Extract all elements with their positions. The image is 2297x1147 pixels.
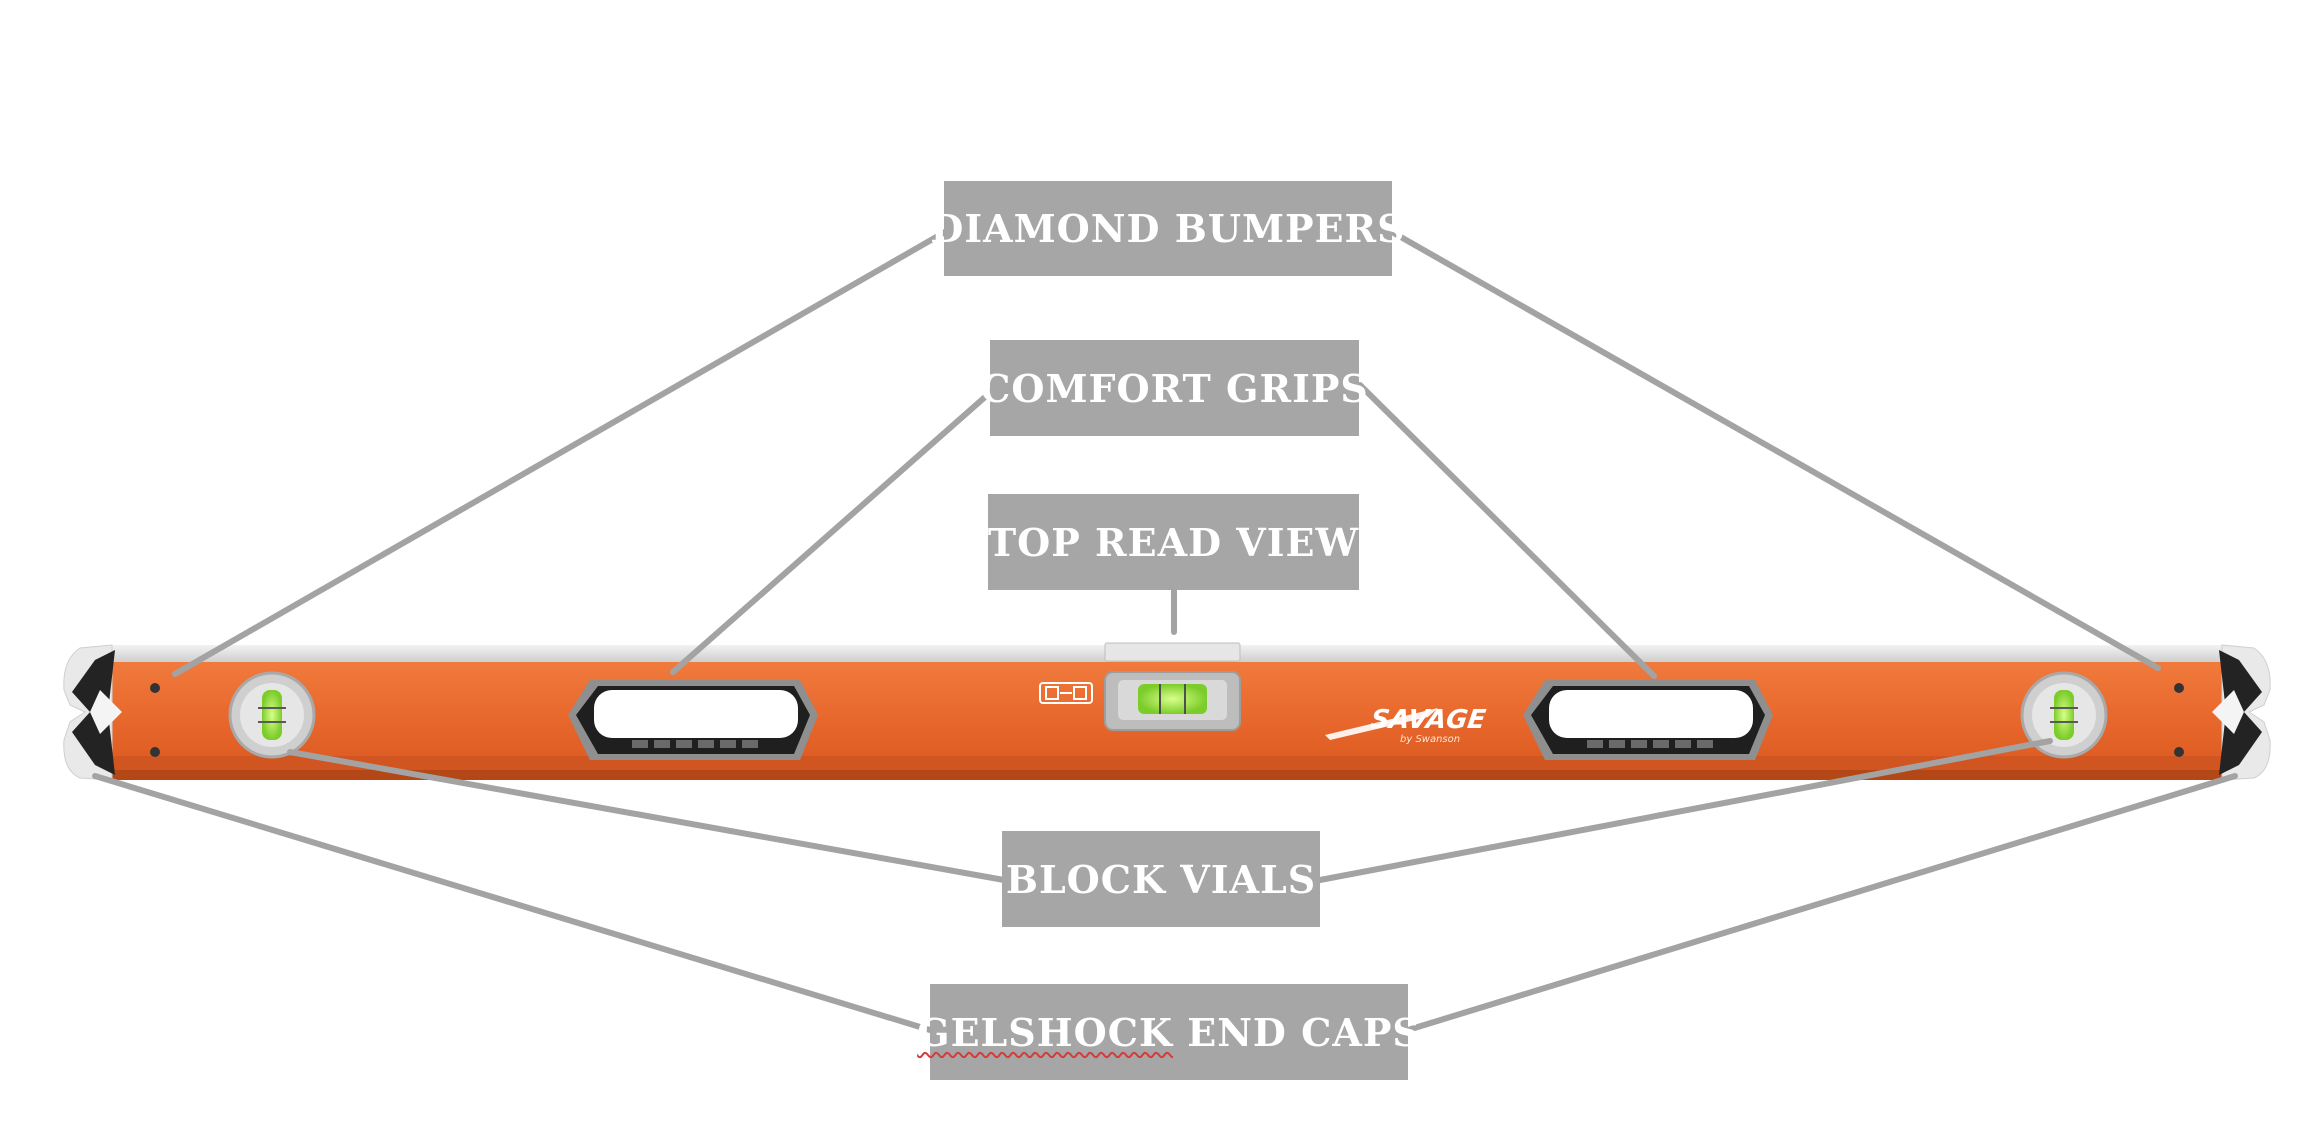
leader-diamond-left bbox=[172, 229, 948, 677]
label-diamond-bumpers: DIAMOND BUMPERS bbox=[930, 181, 1405, 276]
leader-vial-left bbox=[287, 749, 1007, 883]
label-block-vials: BLOCK VIALS bbox=[1002, 831, 1320, 927]
label-end-caps-word: END CAPS bbox=[1173, 1009, 1421, 1055]
top-read-window bbox=[1104, 642, 1241, 662]
label-top-read-view-text: TOP READ VIEW bbox=[987, 519, 1360, 565]
center-top-read-vial bbox=[1104, 671, 1241, 731]
leader-lines bbox=[92, 229, 2238, 1033]
bottom-rail bbox=[112, 770, 2222, 780]
label-diamond-bumpers-text: DIAMOND BUMPERS bbox=[930, 206, 1406, 251]
brand-logo: SAVAGE bbox=[1369, 705, 1488, 735]
leader-diamond-right bbox=[1389, 229, 2161, 671]
leader-grip-right bbox=[1357, 382, 1657, 679]
leader-grip-left bbox=[670, 387, 996, 675]
left-block-vial bbox=[228, 671, 316, 759]
label-top-read-view: TOP READ VIEW bbox=[988, 494, 1359, 590]
right-comfort-grip bbox=[1523, 680, 1773, 760]
leader-vial-right bbox=[1317, 738, 2053, 883]
swanson-badge-icon bbox=[1039, 682, 1093, 704]
leader-cap-right bbox=[1405, 773, 2238, 1033]
spirit-level: SAVAGE by Swanson bbox=[63, 642, 2271, 781]
left-end-cap bbox=[63, 644, 160, 781]
right-end-cap bbox=[2174, 644, 2271, 781]
brand-sub: by Swanson bbox=[1400, 734, 1460, 745]
label-gelshock-end-caps: GELSHOCK END CAPS bbox=[917, 984, 1420, 1080]
label-gelshock-word: GELSHOCK bbox=[917, 1009, 1173, 1055]
leader-cap-left bbox=[92, 773, 933, 1033]
left-comfort-grip bbox=[568, 680, 818, 760]
right-block-vial bbox=[2020, 671, 2108, 759]
label-block-vials-text: BLOCK VIALS bbox=[1005, 856, 1317, 902]
brand-swoosh-icon bbox=[1325, 708, 1438, 740]
label-comfort-grips-text: COMFORT GRIPS bbox=[980, 365, 1369, 411]
label-comfort-grips: COMFORT GRIPS bbox=[980, 340, 1368, 436]
